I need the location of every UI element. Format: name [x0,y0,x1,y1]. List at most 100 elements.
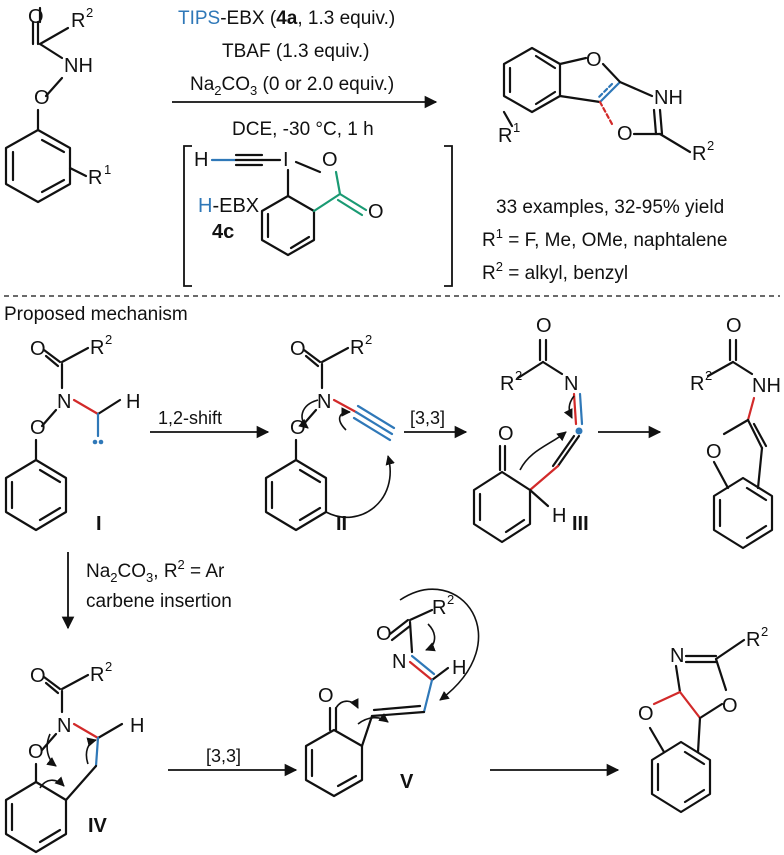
bond-line [298,506,322,522]
bond-line [289,235,311,250]
curved-arrow [357,712,389,725]
benzene-ring [4,128,72,204]
co-text: CO [222,74,251,95]
bond-line [618,80,654,98]
bond-line [38,468,62,484]
atom-o: O [30,417,46,439]
atom-o: O [290,338,306,360]
intermediate-V: O R 2 N H O V [304,588,480,798]
intermediate-label: V [400,771,414,793]
bond-line [60,346,90,364]
bond-line [40,732,58,752]
bond-line [338,192,368,212]
atom-o: O [536,315,552,337]
bond-line [40,178,66,194]
bond-line [706,360,735,378]
ebx-label: -EBX [212,195,259,217]
bond-line [352,416,392,442]
svg-text:Na2CO3, R2 = Ar: Na2CO3, R2 = Ar [86,557,225,585]
r-superscript: 2 [496,259,503,274]
r-label: R [71,10,85,32]
cond-text: (0 or 2.0 equiv.) [257,74,394,95]
curved-arrow [338,407,351,431]
bond-line [354,410,394,436]
subscript: 3 [146,570,153,585]
co-text: CO [118,561,147,582]
shift-label: 1,2-shift [158,408,222,428]
reaction-conditions: TIPS-EBX (4a, 1.3 equiv.) TBAF (1.3 equi… [172,8,453,287]
bond-line [38,26,70,46]
atom-n: N [57,715,71,737]
bond-line [388,618,410,636]
examples-text: 33 examples, 32-95% yield [496,197,724,218]
atom-o: O [726,315,742,337]
atom-o: O [30,665,46,687]
r-superscript: 2 [707,138,714,153]
product-oxazoline: N R 2 O O [638,624,768,814]
bond-line [72,722,100,740]
r-superscript: 1 [104,162,111,177]
atom-h: H [552,505,566,527]
atom-o: O [638,703,654,725]
r-label: R [746,629,760,651]
bond-line [598,100,614,126]
svg-text:R2 = alkyl, benzyl: R2 = alkyl, benzyl [482,259,628,284]
atom-h: H [130,715,144,737]
bond-line [38,828,62,844]
dce-text: DCE, -30 °C, 1 h [232,119,374,140]
sigmatropic-label: [3,3] [206,746,241,766]
electron-dot [575,427,583,435]
bond-line [712,460,730,490]
curved-arrow [425,623,436,652]
bond-line [96,398,122,416]
benzene-ring [650,740,712,814]
bond-line [72,398,100,416]
na-text: Na [190,74,215,95]
bond-line [408,608,434,622]
svg-text:H-EBX: H-EBX [198,195,259,217]
bond-line [430,666,450,682]
atom-o: O [34,87,50,109]
bond-line [504,518,526,534]
bond-line [678,690,702,720]
atom-h: H [126,391,140,413]
atom-o: O [376,623,392,645]
curved-arrow [399,588,480,701]
r-label: R [482,263,496,284]
atom-nh: NH [64,55,93,77]
r1-values: = F, Me, OMe, naphtalene [503,230,727,251]
bond-line [516,360,545,380]
bond-line [528,464,560,492]
bond-line [42,675,62,691]
bond-line [648,726,666,754]
electron-dot [98,439,104,445]
mechanism-title: Proposed mechanism [4,304,188,325]
cond-text: = Ar [185,561,225,582]
bracket-left [183,145,192,287]
bond-line [578,392,584,426]
atom-o: O [368,201,384,223]
bond-line [683,750,706,766]
atom-n: N [670,645,684,667]
bond-line [598,80,622,104]
bond-line [94,736,100,768]
bond-line [60,673,90,691]
curved-arrow [335,698,359,709]
r-superscript: 2 [178,557,185,572]
bond-line [298,468,322,484]
bond-line [572,392,578,426]
bond-line [38,506,62,522]
r-label: R [692,143,706,165]
bond-line [556,434,581,468]
atom-n: N [392,651,406,673]
subscript: 2 [214,83,221,98]
r-superscript: 2 [86,5,93,20]
atom-h: H [452,657,466,679]
bond-line [601,62,622,84]
subscript: 3 [250,83,257,98]
bond-line [551,434,576,468]
compound-number: 4a [276,8,298,29]
atom-o: O [706,441,722,463]
product-benzofuranoxazole: O NH O R 2 R 1 [498,46,714,165]
